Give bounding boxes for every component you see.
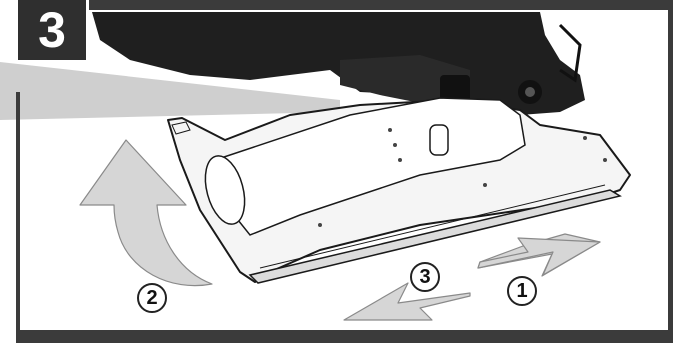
frame-right-rule xyxy=(668,0,673,343)
step-number: 3 xyxy=(38,5,66,55)
callout-1: 1 xyxy=(507,276,537,306)
step-number-badge: 3 xyxy=(18,0,89,63)
frame-bottom-bar xyxy=(18,330,673,343)
frame-top-bar xyxy=(18,0,673,10)
arrow-left-icon xyxy=(344,283,470,320)
callout-3: 3 xyxy=(410,262,440,292)
callout-2: 2 xyxy=(137,283,167,313)
frame-left-rule xyxy=(16,92,20,343)
